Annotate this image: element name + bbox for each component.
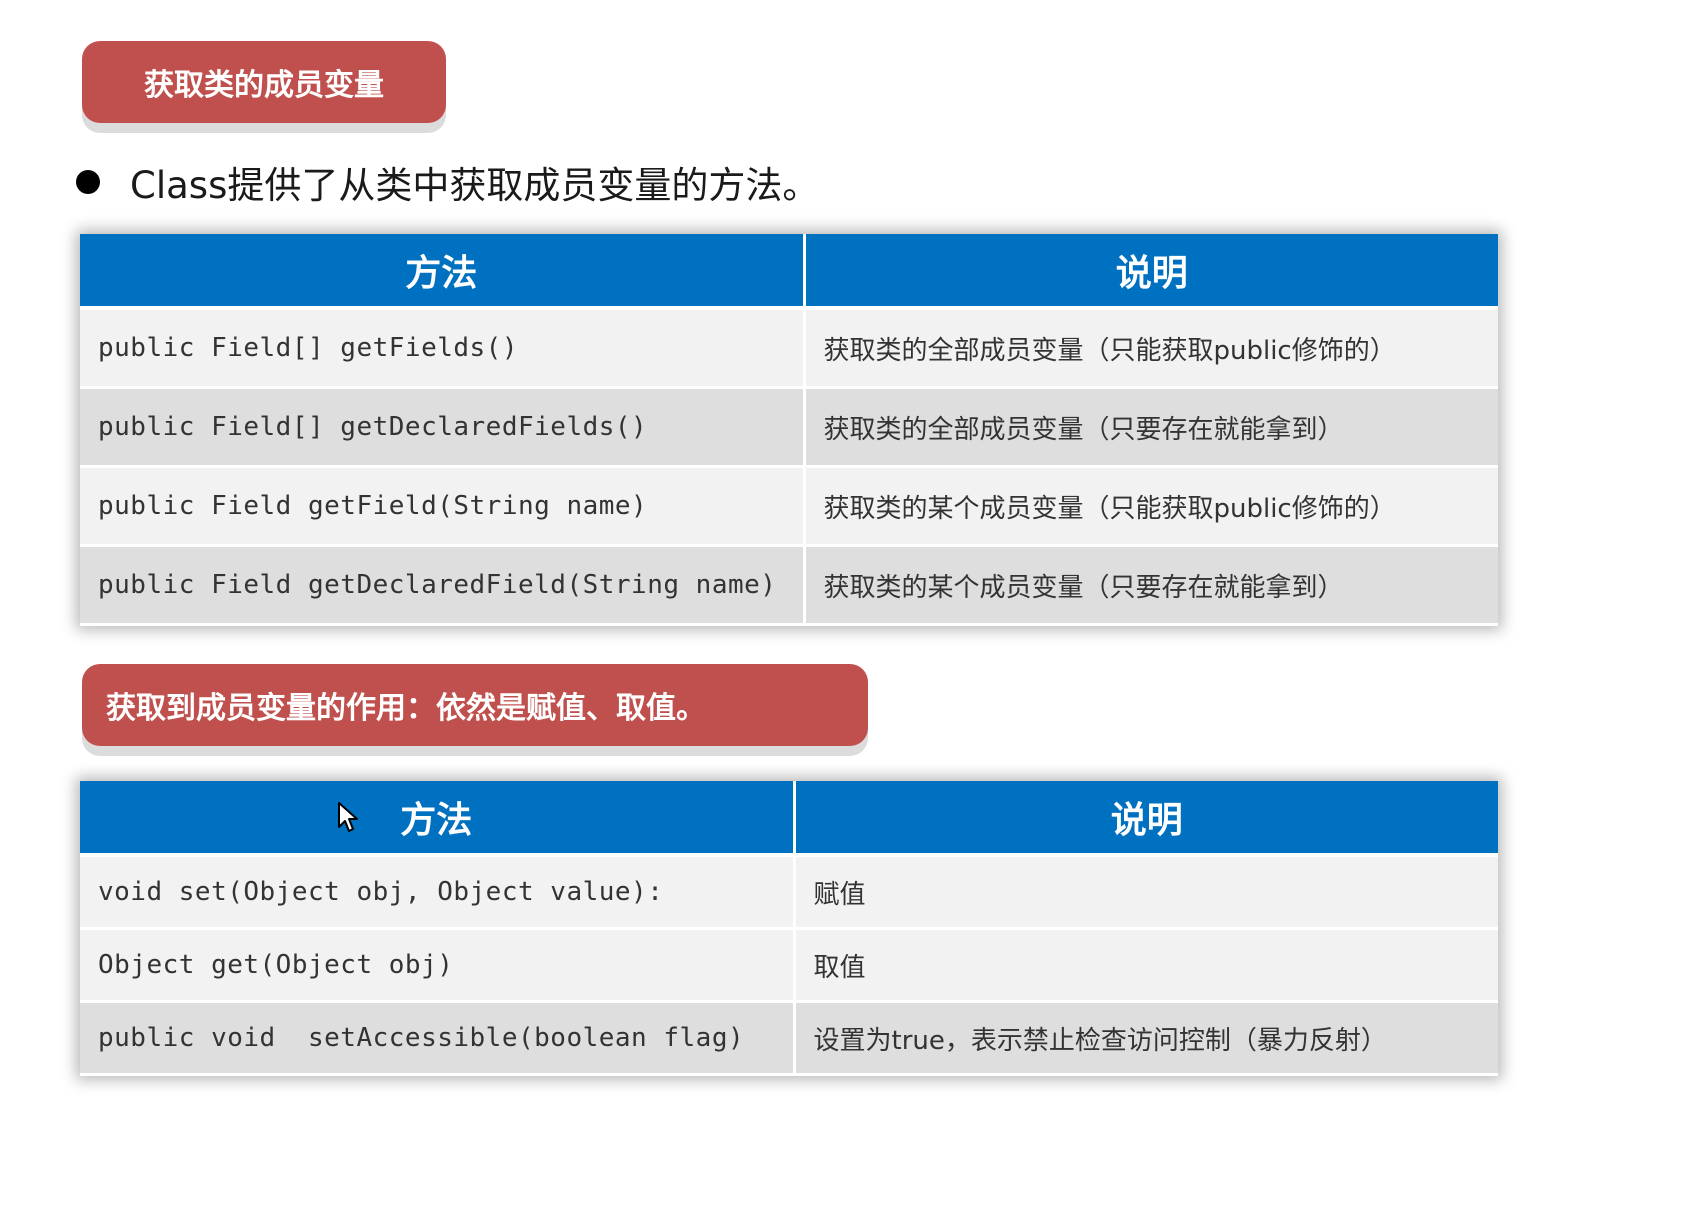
mouse-pointer-icon [338, 802, 358, 832]
bullet-dot-icon [76, 170, 100, 194]
method-cell: public Field getField(String name) [80, 466, 806, 547]
bullet-text: Class提供了从类中获取成员变量的方法。 [130, 164, 820, 207]
method-cell: public Field[] getFields() [80, 308, 806, 389]
table-row: public Field[] getFields() 获取类的全部成员变量（只能… [80, 308, 1498, 389]
table-row: Object get(Object obj) 取值 [80, 928, 1498, 1003]
description-cell: 获取类的全部成员变量（只要存在就能拿到） [804, 387, 1498, 468]
table1-header-method: 方法 [80, 234, 806, 310]
table2-header-description: 说明 [794, 781, 1498, 857]
method-cell: public Field[] getDeclaredFields() [80, 387, 806, 468]
table-row: void set(Object obj, Object value): 赋值 [80, 855, 1498, 930]
table-row: public Field getField(String name) 获取类的某… [80, 466, 1498, 547]
description-cell: 取值 [794, 928, 1498, 1003]
field-usage-table: 方法 说明 void set(Object obj, Object value)… [80, 781, 1498, 1076]
fields-method-table: 方法 说明 public Field[] getFields() 获取类的全部成… [80, 234, 1498, 626]
description-cell: 赋值 [794, 855, 1498, 930]
table2-header-method: 方法 [80, 781, 796, 857]
description-cell: 获取类的某个成员变量（只能获取public修饰的） [804, 466, 1498, 547]
bullet-line: Class提供了从类中获取成员变量的方法。 [76, 152, 819, 212]
method-cell: void set(Object obj, Object value): [80, 855, 796, 930]
method-cell: Object get(Object obj) [80, 928, 796, 1003]
description-cell: 获取类的全部成员变量（只能获取public修饰的） [804, 308, 1498, 389]
table-row: public Field getDeclaredField(String nam… [80, 545, 1498, 626]
method-cell: public Field getDeclaredField(String nam… [80, 545, 806, 626]
section-title-usage: 获取到成员变量的作用：依然是赋值、取值。 [82, 664, 868, 746]
description-cell: 获取类的某个成员变量（只要存在就能拿到） [804, 545, 1498, 626]
description-cell: 设置为true，表示禁止检查访问控制（暴力反射） [794, 1001, 1498, 1076]
method-cell: public void setAccessible(boolean flag) [80, 1001, 796, 1076]
table1-header-description: 说明 [804, 234, 1498, 310]
table-row: public void setAccessible(boolean flag) … [80, 1001, 1498, 1076]
section-title-fields: 获取类的成员变量 [82, 41, 446, 123]
table-row: public Field[] getDeclaredFields() 获取类的全… [80, 387, 1498, 468]
